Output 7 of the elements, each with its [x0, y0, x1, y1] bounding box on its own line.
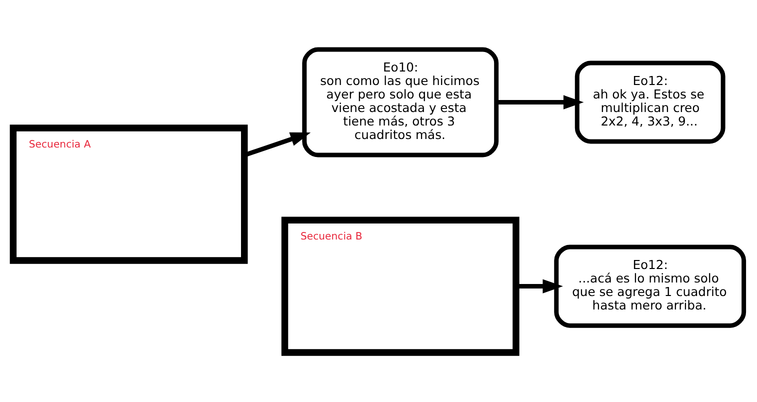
node-box: Eo12: ah ok ya. Estos se multiplican creo 2x2, 4, 3x3, 9...	[574, 60, 726, 144]
node-box: Secuencia A	[10, 124, 248, 264]
node-box: Secuencia B	[281, 216, 520, 356]
arrow	[496, 95, 584, 110]
arrow	[516, 279, 563, 294]
node-box: Eo10: son como las que hicimos ayer pero solo que esta viene acostada y esta tiene más, otros 3 cuadritos más.	[302, 47, 499, 158]
node-box: Eo12: ...acá es lo mismo solo que se agrega 1 cuadrito hasta mero arriba.	[554, 244, 746, 328]
